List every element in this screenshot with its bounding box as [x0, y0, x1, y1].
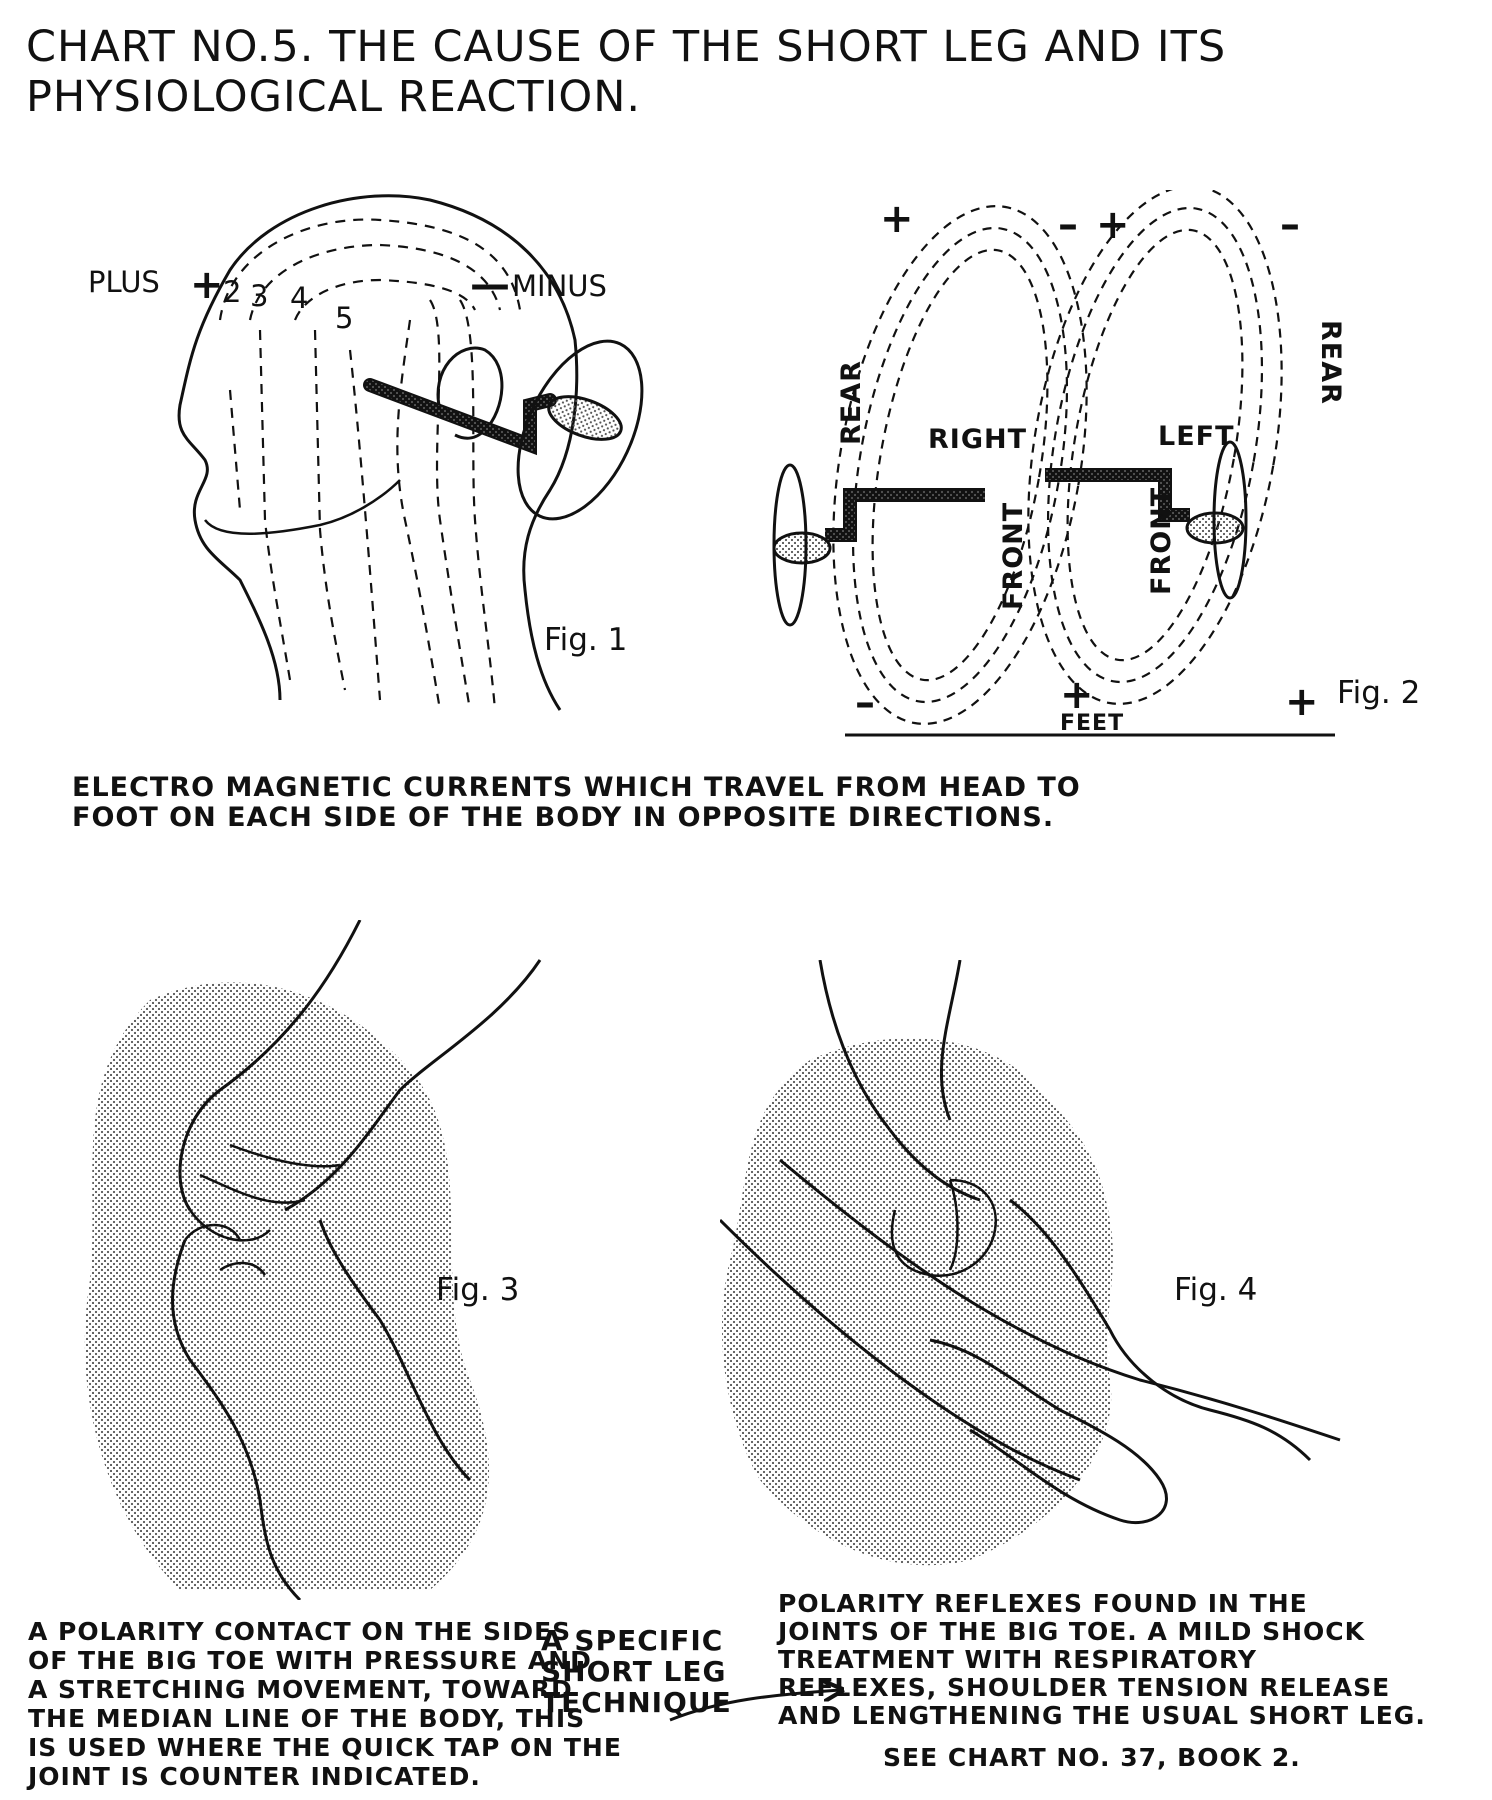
title-line-1: CHART NO.5. THE CAUSE OF THE SHORT LEG A…: [26, 22, 1227, 72]
title-line-2: PHYSIOLOGICAL REACTION.: [26, 72, 642, 122]
caption-left-line-6: JOINT IS COUNTER INDICATED.: [28, 1762, 481, 1791]
current-line-1: [218, 218, 522, 321]
minus-top-right: –: [1058, 202, 1078, 248]
current-line-2: [248, 243, 502, 321]
plus-bottom-center: +: [1060, 672, 1094, 718]
caption-right: POLARITY REFLEXES FOUND IN THE JOINTS OF…: [778, 1590, 1426, 1772]
hand-bottom: [929, 1338, 1168, 1525]
chin-jaw: [204, 479, 401, 535]
current-line-7: [348, 349, 382, 701]
toe-lines: [184, 1223, 267, 1276]
current-line-5: [258, 329, 292, 681]
fig1-label: Fig. 1: [544, 622, 628, 658]
head-outline: [177, 194, 579, 711]
caption-left-line-5: IS USED WHERE THE QUICK TAP ON THE: [28, 1733, 622, 1762]
fig4-label: Fig. 4: [1174, 1272, 1258, 1308]
right-label: RIGHT: [928, 424, 1027, 455]
fig4-hands-foot-illustration: [720, 960, 1341, 1566]
current-line-4: [228, 389, 242, 511]
ear-outline: [436, 346, 504, 440]
caption-left-line-4: THE MEDIAN LINE OF THE BODY, THIS: [28, 1704, 586, 1733]
technique-line-1: A SPECIFIC: [541, 1624, 724, 1657]
current-line-6: [313, 329, 347, 691]
caption-right-line-1: POLARITY REFLEXES FOUND IN THE: [778, 1589, 1308, 1618]
foot-outline: [1009, 1198, 1312, 1462]
front-label-2: FRONT: [1146, 487, 1177, 595]
hand-fingers: [188, 1143, 341, 1242]
stipple-background: [84, 982, 490, 1590]
caption-right-see: SEE CHART NO. 37, BOOK 2.: [883, 1743, 1301, 1772]
left-oval-inner: [1066, 228, 1244, 662]
current-line-8: [396, 319, 442, 711]
caption-right-line-2: JOINTS OF THE BIG TOE. A MILD SHOCK: [778, 1617, 1366, 1646]
foot-outline: [171, 1219, 472, 1600]
arm-upper: [178, 920, 362, 1211]
leg-upper-line: [720, 1158, 1341, 1482]
chart-title: CHART NO.5. THE CAUSE OF THE SHORT LEG A…: [26, 22, 1466, 122]
arm-top: [818, 960, 981, 1202]
feet-label: FEET: [1060, 711, 1124, 736]
caption-left-line-2: OF THE BIG TOE WITH PRESSURE AND: [28, 1646, 592, 1675]
technique-line-2: SHORT LEG: [541, 1655, 727, 1688]
fig1-head-diagram: PLUS + 2 3 4 5 — MINUS: [88, 194, 644, 711]
fig3-hand-foot-illustration: [84, 920, 542, 1600]
number-4: 4: [290, 281, 308, 315]
number-2: 2: [223, 275, 241, 309]
left-oval-mid: [1046, 206, 1264, 684]
minus-label: MINUS: [512, 269, 607, 303]
hand-top: [890, 1178, 998, 1278]
minus-sign: —: [470, 262, 510, 308]
plus-top-left: +: [1096, 202, 1130, 248]
fig3-label: Fig. 3: [436, 1272, 520, 1308]
rear-left-label: REAR: [836, 360, 867, 445]
technique-pointer-arrow: [669, 1680, 860, 1722]
caption-top: ELECTRO MAGNETIC CURRENTS WHICH TRAVEL F…: [72, 773, 1081, 833]
number-5: 5: [335, 301, 353, 335]
caption-right-line-4: REFLEXES, SHOULDER TENSION RELEASE: [778, 1673, 1391, 1702]
rear-right-label: REAR: [1315, 320, 1346, 405]
left-rotation-arrow: [1212, 440, 1248, 600]
number-3: 3: [250, 279, 268, 313]
caption-top-line-2: FOOT ON EACH SIDE OF THE BODY IN OPPOSIT…: [72, 802, 1055, 833]
caption-right-line-5: AND LENGTHENING THE USUAL SHORT LEG.: [778, 1701, 1426, 1730]
right-rotation-arrow: [772, 463, 808, 627]
plus-sign: +: [190, 262, 224, 308]
plus-top-right: +: [880, 196, 914, 242]
caption-left: A POLARITY CONTACT ON THE SIDES OF THE B…: [28, 1617, 622, 1791]
caption-left-line-1: A POLARITY CONTACT ON THE SIDES: [28, 1617, 572, 1646]
minus-top-left: –: [1280, 202, 1300, 248]
front-label-1: FRONT: [998, 502, 1029, 610]
caption-left-line-3: A STRETCHING MOVEMENT, TOWARD: [28, 1675, 573, 1704]
plus-bottom-left: +: [1285, 679, 1319, 725]
fig2-label: Fig. 2: [1337, 675, 1421, 711]
current-line-3: [293, 278, 476, 321]
current-line-10: [459, 299, 497, 711]
arm-lower: [284, 959, 542, 1212]
rotation-arrow: [516, 339, 644, 521]
minus-bottom-right: –: [855, 680, 875, 726]
crank-grip: [547, 395, 623, 441]
technique-label: A SPECIFIC SHORT LEG TECHNIQUE: [541, 1625, 732, 1718]
caption-top-line-1: ELECTRO MAGNETIC CURRENTS WHICH TRAVEL F…: [72, 772, 1081, 803]
caption-right-line-3: TREATMENT WITH RESPIRATORY: [778, 1645, 1257, 1674]
stipple-background: [721, 1038, 1113, 1566]
fig2-oval-diagram: + – + – – + + REAR REAR RIGHT LEFT FRONT…: [772, 190, 1346, 737]
plus-label: PLUS: [88, 265, 160, 299]
current-line-9: [429, 299, 472, 711]
right-oval-outer: [832, 205, 1088, 725]
technique-line-3: TECHNIQUE: [541, 1686, 732, 1719]
right-oval-mid: [851, 226, 1069, 704]
left-label: LEFT: [1158, 421, 1235, 452]
left-oval-outer: [1027, 190, 1283, 705]
right-crank-grip: [772, 531, 832, 565]
